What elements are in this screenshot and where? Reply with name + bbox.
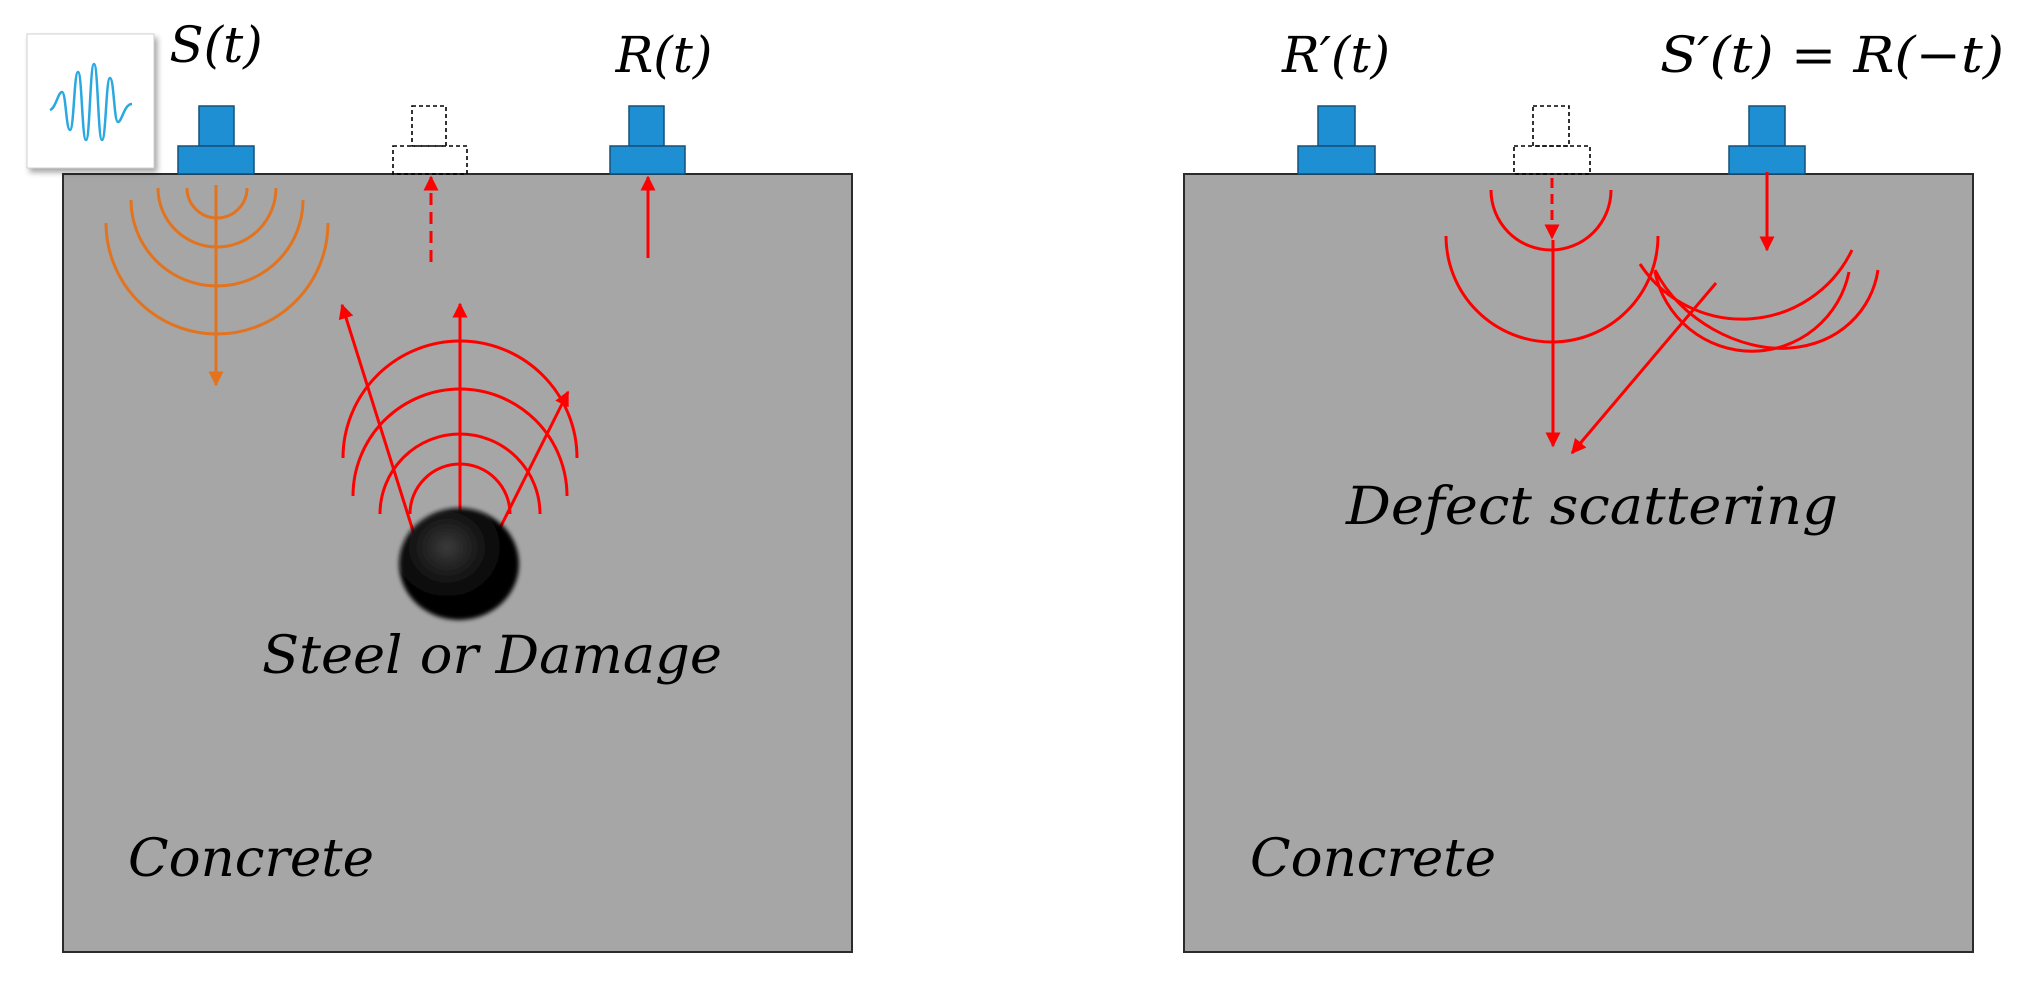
steel-or-damage-label: Steel or Damage	[262, 626, 722, 686]
focusing-wavefronts	[1444, 189, 1854, 353]
virtual-transducer-dashed-right	[1513, 105, 1591, 175]
reversed-source-transducer	[1728, 105, 1806, 175]
focus-arrow-diagonal	[1570, 282, 1718, 455]
waveform-pulse-icon	[26, 33, 155, 169]
reversed-receiver-transducer	[1297, 105, 1376, 175]
reflected-arrow-left	[338, 303, 416, 535]
reversed-source-label: S′(t) = R(−t)	[1660, 26, 2004, 84]
concrete-label-left: Concrete	[128, 829, 374, 889]
virtual-transducer-dashed	[392, 105, 468, 175]
source-transducer	[177, 105, 255, 175]
focusing-wavefronts-outer	[1653, 269, 1880, 350]
receiver-label: R(t)	[615, 26, 713, 84]
defect-scattering-label: Defect scattering	[1345, 477, 1838, 537]
receiver-transducer	[609, 105, 686, 175]
source-label: S(t)	[169, 16, 262, 74]
concrete-block-right	[1183, 173, 1974, 953]
right-panel: R′(t) S′(t) = R(−t) Defect scattering Co…	[1183, 26, 2004, 953]
steel-or-damage-defect	[399, 508, 519, 620]
concrete-label-right: Concrete	[1250, 829, 1496, 889]
left-panel: S(t) R(t) Steel or Damage Concrete	[26, 16, 853, 953]
reflected-arrow-right	[496, 390, 570, 533]
reversed-receiver-label: R′(t)	[1281, 26, 1390, 84]
